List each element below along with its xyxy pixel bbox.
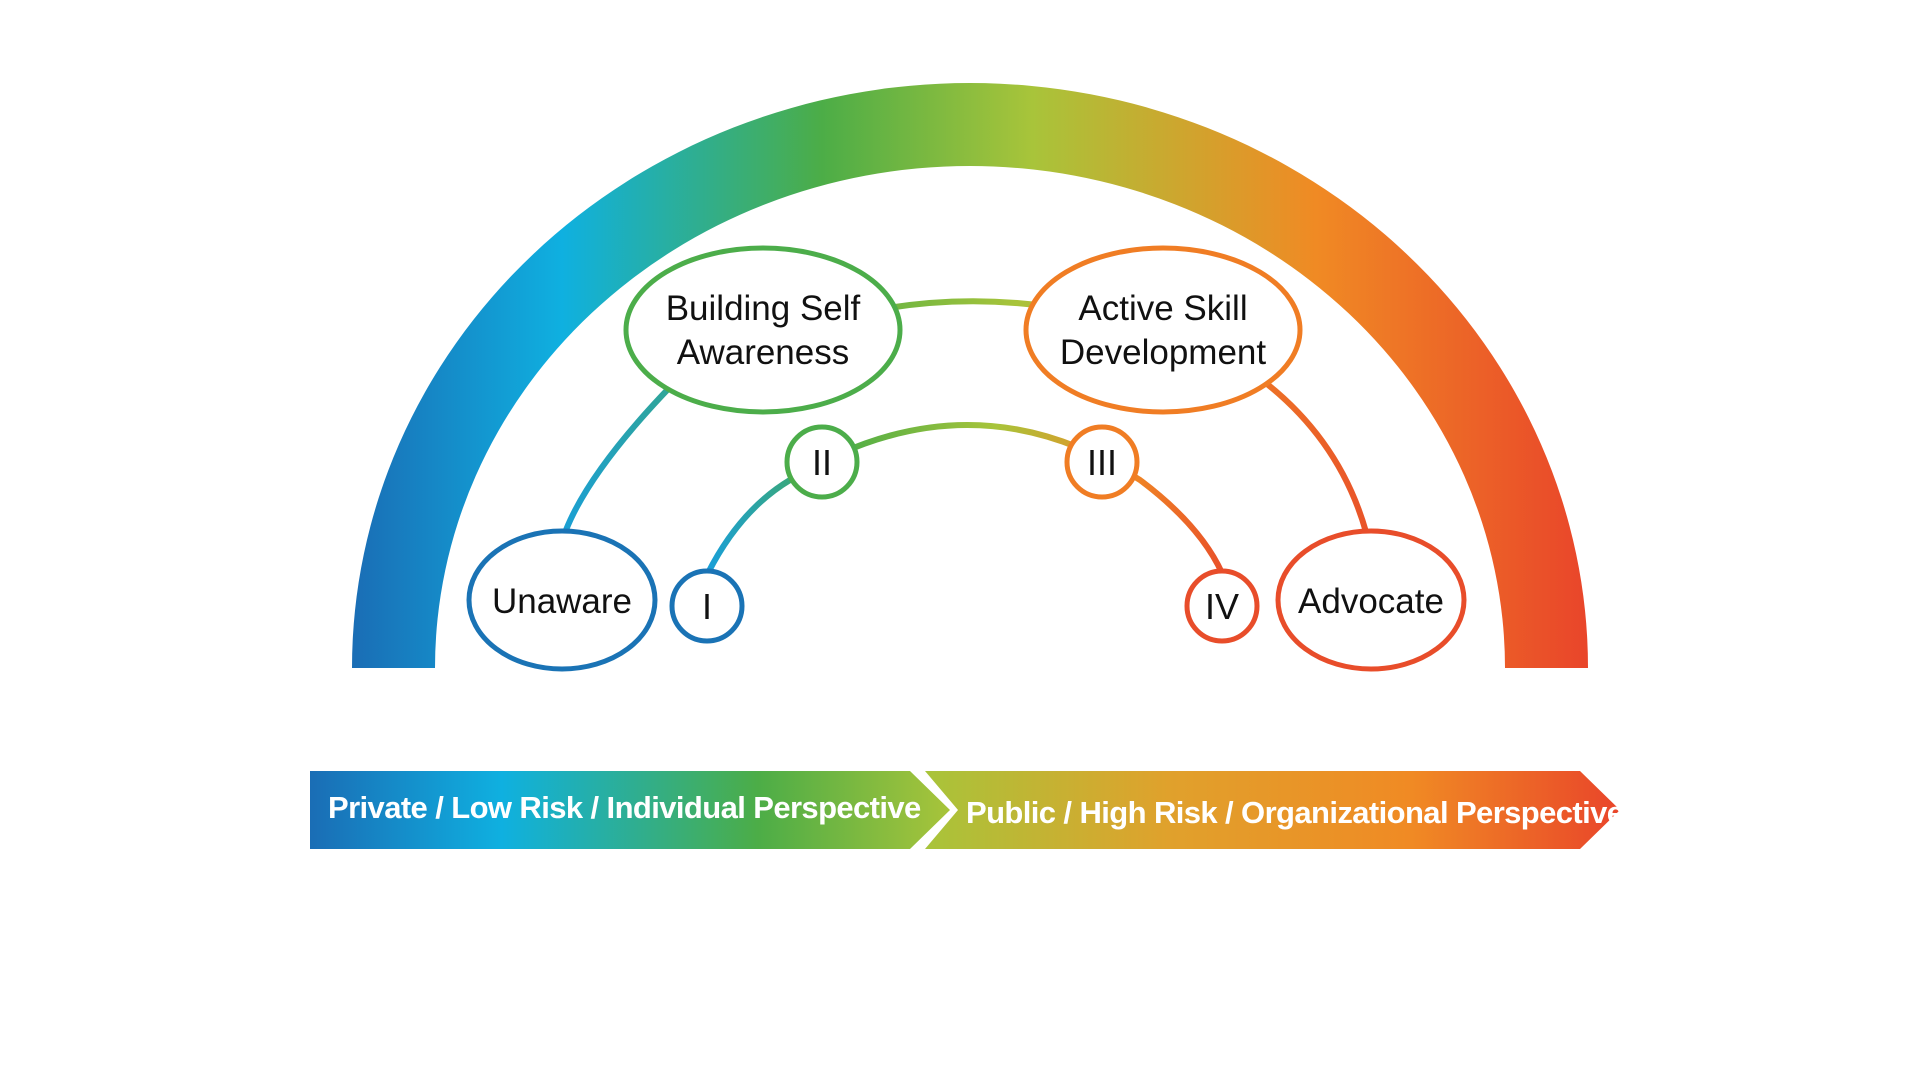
unaware-ellipse	[466, 528, 658, 672]
numeral-iv-circle	[1184, 568, 1260, 644]
numeral-iii: III	[1064, 424, 1140, 500]
numeral-ii-label: II	[812, 442, 832, 483]
advocate-label: Advocate	[1298, 582, 1444, 621]
numeral-i-circle	[669, 568, 745, 644]
active-skill-development-label-line1: Active Skill	[1078, 289, 1247, 328]
outer-connector-line	[563, 298, 1369, 535]
building-self-awareness-label-line2: Awareness	[677, 333, 850, 372]
rainbow-arc	[352, 83, 1588, 668]
numeral-iv: IV	[1184, 568, 1260, 644]
active-skill-development-ellipse	[1023, 245, 1303, 415]
right-arrow-label: Public / High Risk / Organizational Pers…	[966, 795, 1624, 830]
unaware-label: Unaware	[492, 582, 632, 621]
building-self-awareness-label-line1: Building Self	[666, 289, 861, 328]
numeral-ii: II	[784, 424, 860, 500]
numeral-i-label: I	[702, 586, 712, 627]
stage-building-self-awareness: Building Self Awareness	[623, 245, 903, 415]
building-self-awareness-ellipse	[623, 245, 903, 415]
stage-active-skill-development: Active Skill Development	[1023, 245, 1303, 415]
numeral-iii-label: III	[1087, 442, 1117, 483]
inner-connector-line	[705, 422, 1225, 576]
left-arrow: Private / Low Risk / Individual Perspect…	[310, 771, 950, 849]
stage-unaware: Unaware	[466, 528, 658, 672]
numeral-i: I	[669, 568, 745, 644]
left-arrow-label: Private / Low Risk / Individual Perspect…	[328, 790, 921, 825]
advocate-ellipse	[1275, 528, 1467, 672]
right-arrow: Public / High Risk / Organizational Pers…	[925, 771, 1624, 849]
numeral-iv-label: IV	[1205, 586, 1239, 627]
right-arrow-shape	[925, 771, 1620, 849]
active-skill-development-label-line2: Development	[1060, 333, 1266, 372]
numeral-ii-circle	[784, 424, 860, 500]
stage-advocate: Advocate	[1275, 528, 1467, 672]
numeral-iii-circle	[1064, 424, 1140, 500]
left-arrow-shape	[310, 771, 950, 849]
